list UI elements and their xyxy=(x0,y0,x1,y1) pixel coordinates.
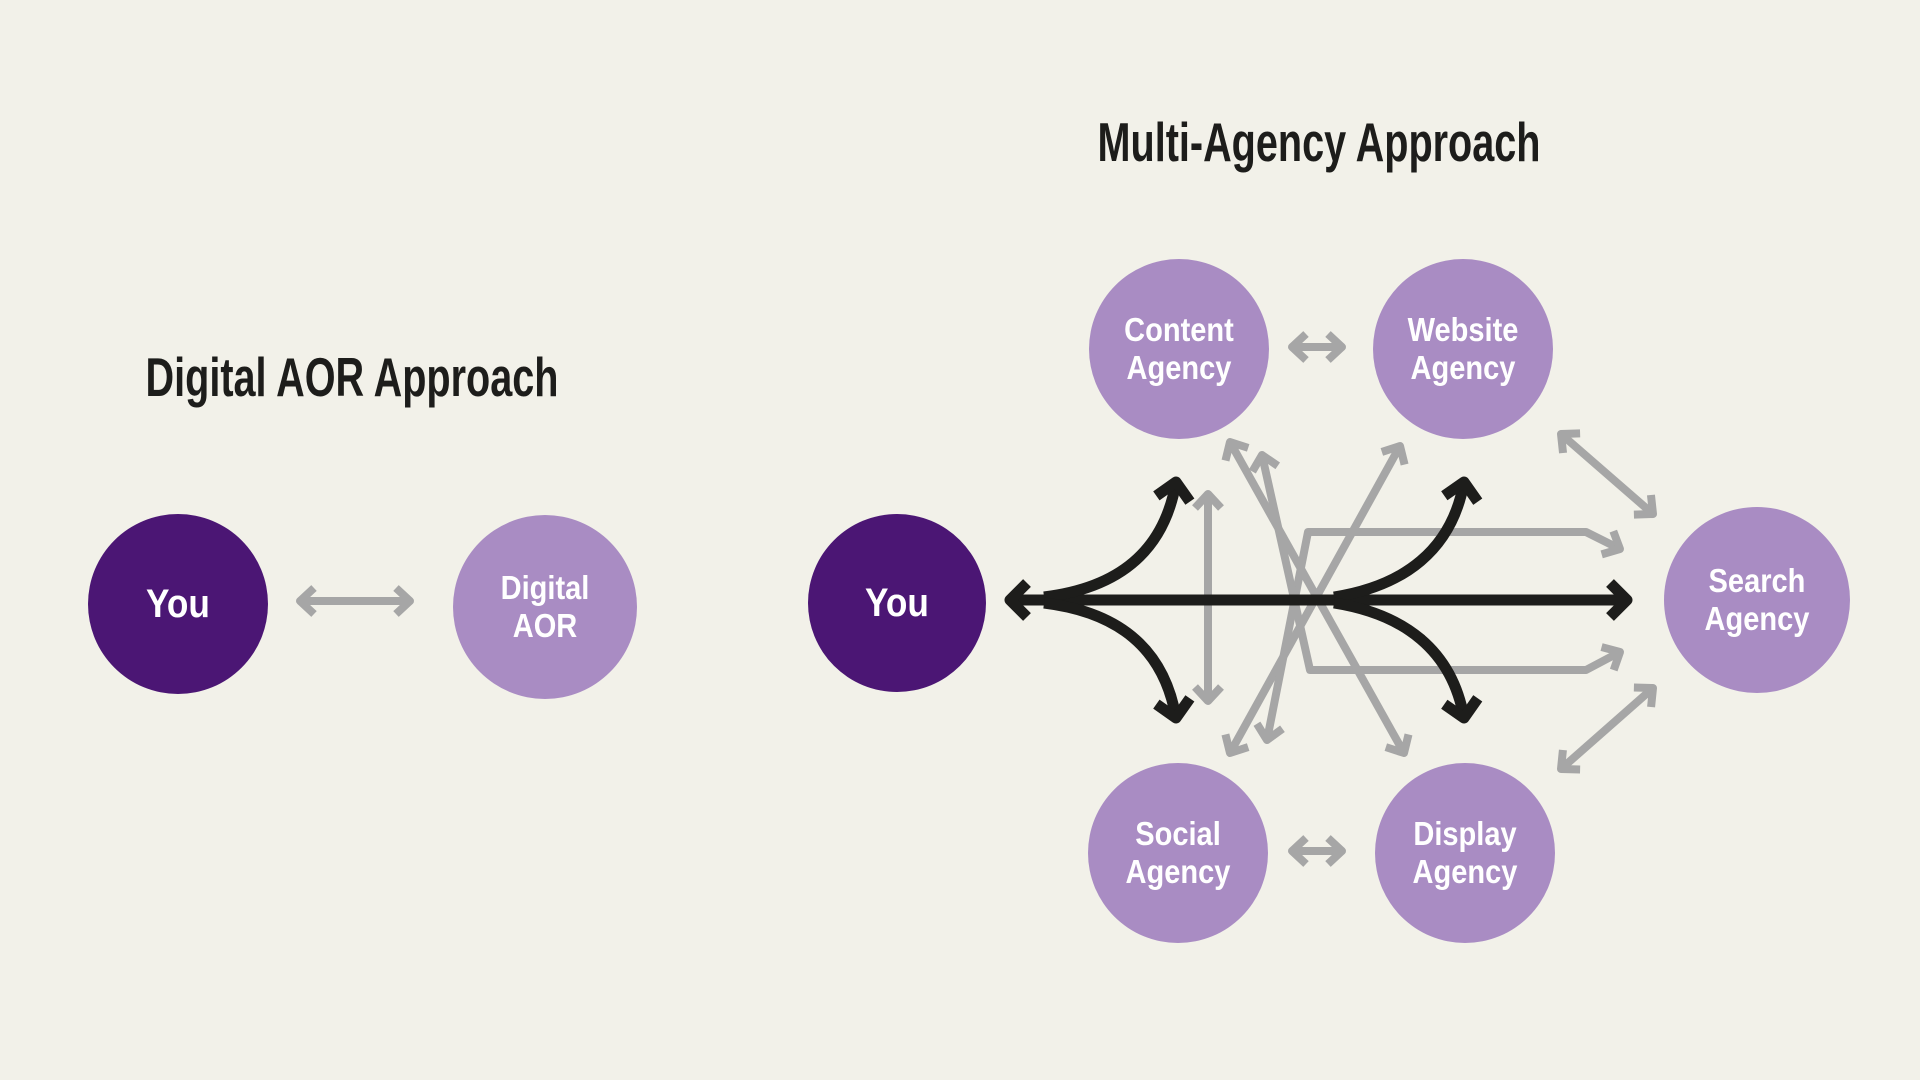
arrow-you-website-curve xyxy=(1333,476,1483,603)
node-you-left-label: You xyxy=(146,581,210,626)
arrow-social-search-bent xyxy=(1253,528,1624,744)
arrow-you-content-curve xyxy=(1043,476,1195,603)
arrow-you-social-curve xyxy=(1043,597,1195,724)
node-search-agency: Search Agency xyxy=(1664,507,1850,693)
arrow-content-search-bent xyxy=(1248,451,1624,674)
node-content-agency-label: Content Agency xyxy=(1124,310,1234,386)
node-display-agency: Display Agency xyxy=(1375,763,1555,943)
node-website-agency: Website Agency xyxy=(1373,259,1553,439)
left-diagram-title: Digital AOR Approach xyxy=(145,346,559,408)
node-you-right-label: You xyxy=(865,580,929,625)
node-you-left: You xyxy=(88,514,268,694)
arrow-you-display-curve xyxy=(1333,597,1483,724)
node-social-agency: Social Agency xyxy=(1088,763,1268,943)
node-search-agency-label: Search Agency xyxy=(1704,561,1810,637)
arrow-display-search xyxy=(1557,683,1657,774)
node-digital-aor-label: Digital AOR xyxy=(500,568,590,644)
node-social-agency-label: Social Agency xyxy=(1125,814,1231,890)
node-content-agency: Content Agency xyxy=(1089,259,1269,439)
node-digital-aor: Digital AOR xyxy=(453,515,637,699)
arrow-website-search xyxy=(1557,429,1657,519)
node-website-agency-label: Website Agency xyxy=(1407,310,1519,386)
node-you-right: You xyxy=(808,514,986,692)
right-diagram-title: Multi-Agency Approach xyxy=(1097,111,1541,173)
node-display-agency-label: Display Agency xyxy=(1412,814,1518,890)
